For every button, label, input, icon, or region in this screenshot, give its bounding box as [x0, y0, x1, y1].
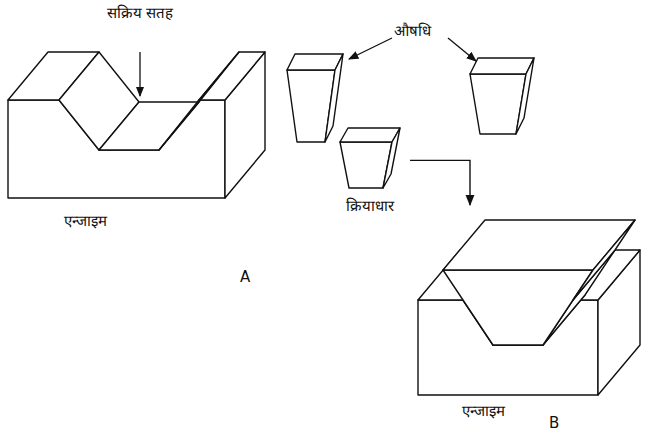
panel-letter: A: [240, 268, 250, 288]
drug-shape: [470, 58, 534, 134]
leader-arrow: [349, 38, 392, 59]
leader-arrow: [448, 38, 476, 61]
enzyme-block: [8, 52, 265, 198]
node-label: एन्जाइम: [64, 212, 107, 231]
node-label: एन्जाइम: [462, 402, 505, 421]
substrate-shape: [340, 128, 400, 188]
enzyme-block: [418, 250, 640, 395]
enzyme-node: एन्जाइम: [4, 40, 270, 235]
substrate-node: क्रियाधार: [330, 122, 410, 218]
substrate-shape: [443, 220, 635, 345]
panel-letter: B: [549, 414, 559, 434]
callout-label: औषधि: [394, 22, 431, 42]
enzyme-node: एन्जाइम: [412, 205, 647, 425]
flow-arrow: [410, 160, 470, 205]
callout-label: सक्रिय सतह: [98, 4, 182, 24]
node-label: क्रियाधार: [346, 197, 394, 216]
leader-arrow: [139, 52, 140, 96]
drug-shape: [287, 54, 343, 142]
